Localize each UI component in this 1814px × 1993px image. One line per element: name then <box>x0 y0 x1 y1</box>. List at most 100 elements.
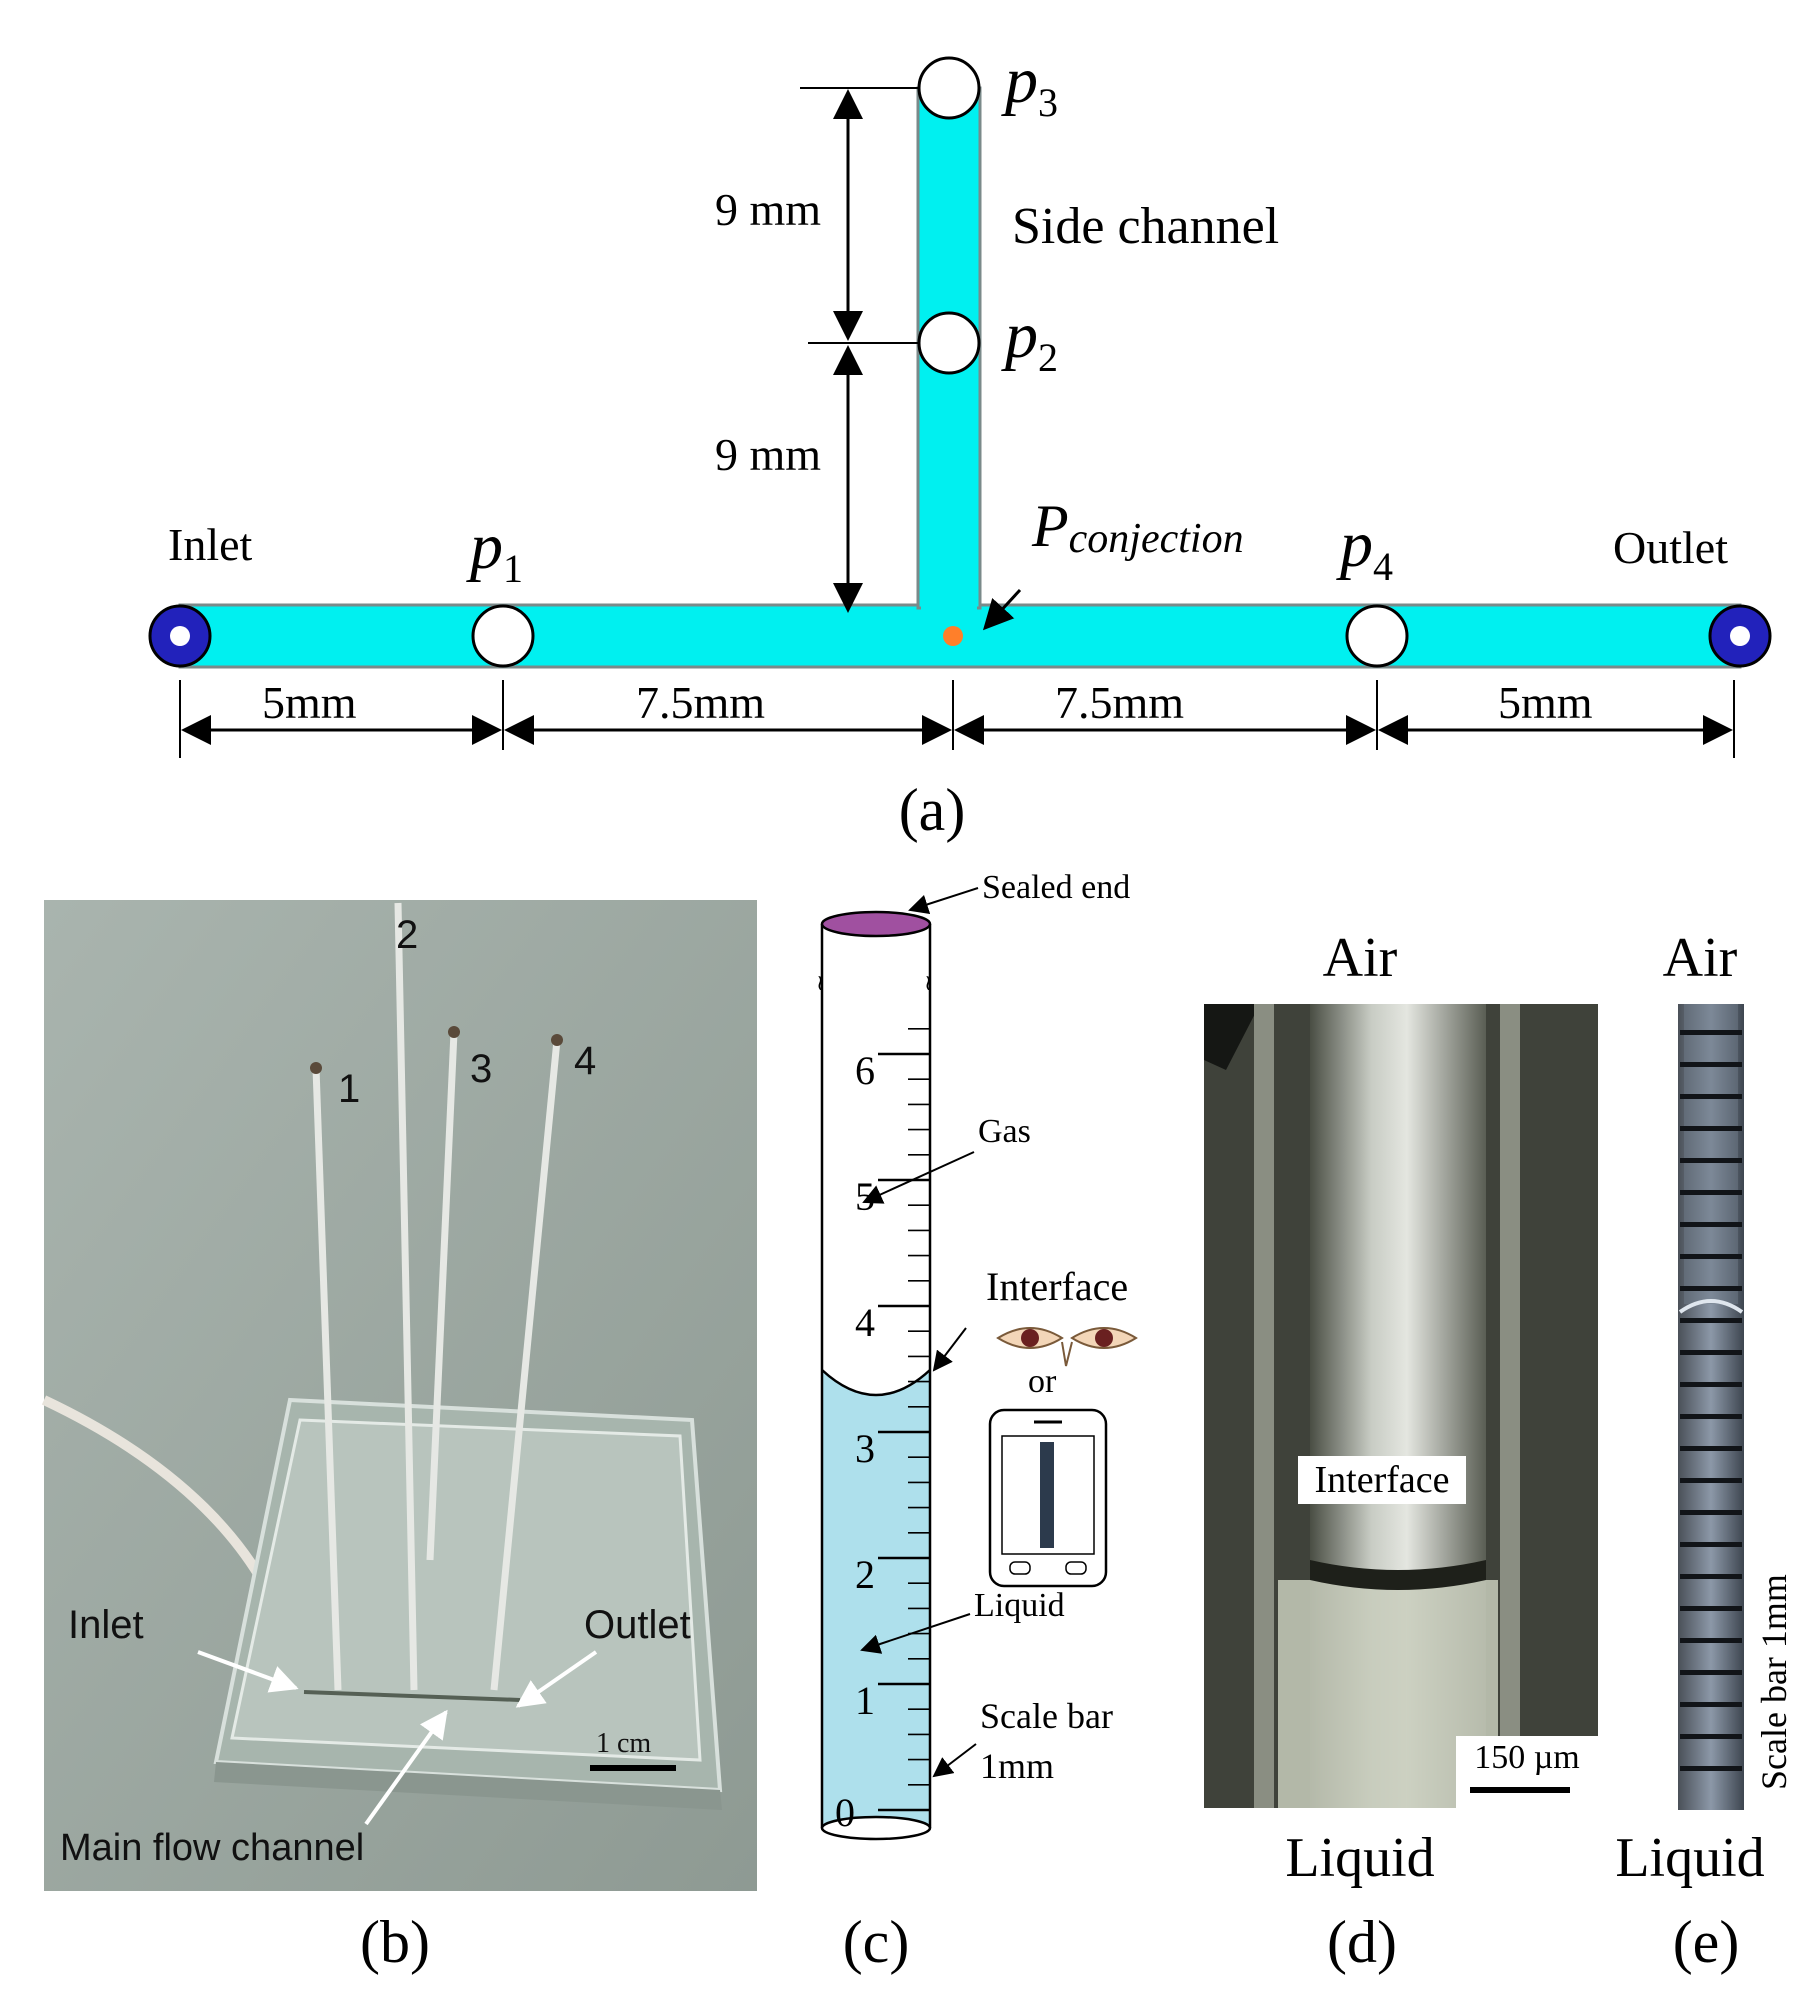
tube-label-3: 3 <box>470 1047 492 1091</box>
scale-label-box-d <box>1456 1736 1598 1808</box>
tube-scale-mark <box>1680 1766 1742 1771</box>
tube-label-2: 2 <box>396 913 418 957</box>
label-p1: p1 <box>466 510 523 591</box>
arrow-outlet <box>515 1650 598 1708</box>
tube-scale-mark <box>1680 1670 1742 1675</box>
label-scale-e: Scale bar 1mm <box>1754 1574 1794 1790</box>
label-air-e: Air <box>1663 927 1738 989</box>
junction-dot <box>943 626 963 646</box>
capillary-tube-3 <box>426 1031 458 1561</box>
ruler-label-3: 3 <box>855 1426 875 1471</box>
tube-scale-mark <box>1680 1510 1742 1515</box>
break-mark-left: ≀ <box>816 970 824 995</box>
label-interface-d: Interface <box>1315 1459 1450 1501</box>
arrow-sealed-end <box>908 887 979 914</box>
capillary-wall-left <box>1254 1004 1274 1808</box>
capillary-tube-4 <box>490 1039 561 1691</box>
tube-tip-3 <box>448 1026 460 1038</box>
label-interface: Interface <box>986 1264 1128 1309</box>
label-inlet: Inlet <box>168 519 253 570</box>
micrograph-corner <box>1204 1004 1260 1070</box>
tap-p4 <box>1345 604 1409 668</box>
label-scale-unit: 1mm <box>980 1746 1054 1786</box>
chip-top <box>230 1418 702 1762</box>
panel-b: 1 2 3 4 Inlet Outlet Main flow channel 1… <box>41 900 757 1975</box>
label-air-d: Air <box>1323 927 1398 989</box>
tap-p2 <box>917 311 981 375</box>
chip-edge <box>214 1762 722 1810</box>
liquid-column <box>822 1370 930 1830</box>
label-sealed-end: Sealed end <box>982 869 1130 906</box>
interface-meniscus-d <box>1310 1560 1486 1590</box>
ruler-label-4: 4 <box>855 1300 875 1345</box>
junction-arrow <box>982 588 1022 631</box>
panel-e-caption: (e) <box>1673 1909 1740 1975</box>
outlet-port-center <box>1730 626 1750 646</box>
tube-meniscus-e <box>1678 1299 1744 1314</box>
label-liquid-d: Liquid <box>1285 1827 1434 1889</box>
tube-label-4: 4 <box>574 1039 596 1083</box>
arrow-gas <box>862 1151 975 1204</box>
panel-a-caption: (a) <box>899 777 966 843</box>
tube-tip-1 <box>310 1062 322 1074</box>
tube-scale-mark <box>1680 1286 1742 1291</box>
label-gas: Gas <box>978 1113 1031 1150</box>
label-dim-inlet-p1: 5mm <box>262 677 357 728</box>
junction-fill <box>921 600 977 612</box>
tube-label-1: 1 <box>338 1067 360 1111</box>
inlet-port-center <box>170 626 190 646</box>
tube-scale-mark <box>1680 1542 1742 1547</box>
label-scale-d: 150 µm <box>1474 1739 1580 1776</box>
tube-scale-mark <box>1680 1638 1742 1643</box>
label-liquid-e: Liquid <box>1615 1827 1764 1889</box>
panel-b-caption: (b) <box>360 1909 430 1975</box>
label-side-channel: Side channel <box>1012 198 1279 255</box>
label-outlet: Outlet <box>1613 522 1728 573</box>
tap-p3 <box>917 56 981 120</box>
arrow-scale-bar <box>932 1743 977 1778</box>
ruler-label-0: 0 <box>835 1790 855 1835</box>
tube-scale-mark <box>1680 1190 1742 1195</box>
label-p3: p3 <box>1001 44 1058 125</box>
photo-label-main-channel: Main flow channel <box>60 1827 364 1869</box>
capillary-tube-2 <box>394 902 418 1691</box>
panel-a: Inlet Outlet Side channel p1 p4 p2 p3 Pc… <box>148 44 1772 843</box>
tube-scale-marks <box>1680 1030 1742 1771</box>
arrow-inlet <box>197 1650 299 1693</box>
panel-e: Air Scale bar 1mm Liquid (e) <box>1615 927 1794 1975</box>
tube-scale-mark <box>1680 1606 1742 1611</box>
label-dim-side-lower: 9 mm <box>715 429 821 480</box>
photo-main-channel <box>303 1690 521 1702</box>
label-p4: p4 <box>1336 508 1393 589</box>
arrow-main-channel <box>364 1709 448 1826</box>
tube-scale-mark <box>1680 1734 1742 1739</box>
ruler-label-2: 2 <box>855 1552 875 1597</box>
meniscus <box>821 1369 931 1397</box>
ruler-label-5: 5 <box>855 1174 875 1219</box>
tube-scale-mark <box>1680 1414 1742 1419</box>
tube-scale-mark <box>1680 1030 1742 1035</box>
capillary-wall-right <box>1500 1004 1520 1808</box>
eyes-icon <box>996 1327 1138 1367</box>
label-dim-junction-p4: 7.5mm <box>1055 677 1184 728</box>
tube-scale-mark <box>1680 1446 1742 1451</box>
panel-d: Air Interface 150 µm Liquid (d) <box>1204 927 1598 1975</box>
phone-icon <box>988 1408 1108 1588</box>
interface-label-box <box>1298 1456 1466 1504</box>
tube-scale-mark <box>1680 1350 1742 1355</box>
break-mark-right: ≀ <box>924 970 932 995</box>
tube-scale-mark <box>1680 1126 1742 1131</box>
capillary-tube-1 <box>312 1067 342 1691</box>
label-scale-bar: Scale bar <box>980 1696 1113 1736</box>
label-or: or <box>1028 1363 1057 1400</box>
sealed-end-cap <box>820 910 932 938</box>
tube-scale-mark <box>1680 1318 1742 1323</box>
tube-scale-mark <box>1680 1478 1742 1483</box>
photo-scale-label: 1 cm <box>596 1728 651 1759</box>
tube-scale-mark <box>1680 1222 1742 1227</box>
ruler-ticks <box>878 1028 930 1812</box>
label-p2: p2 <box>1001 299 1058 380</box>
ruler-label-6: 6 <box>855 1048 875 1093</box>
arrow-liquid <box>860 1613 971 1654</box>
